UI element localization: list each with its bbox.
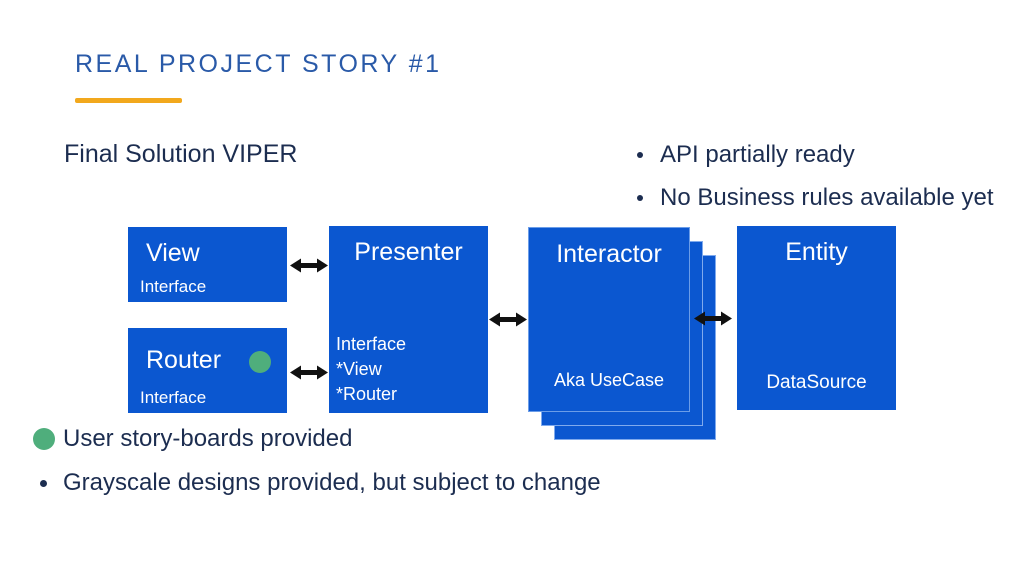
presenter-footer-lines: Interface *View *Router xyxy=(336,332,406,407)
footer-line: Interface xyxy=(336,334,407,354)
entity-box: Entity DataSource xyxy=(737,226,896,410)
list-item: API partially ready xyxy=(637,141,855,169)
interactor-box: Interactor Aka UseCase xyxy=(528,227,690,412)
box-title: Entity xyxy=(785,238,848,266)
box-title: Interactor xyxy=(556,240,662,268)
box-title: View xyxy=(146,239,200,267)
footer-line: *Router xyxy=(336,384,398,404)
green-status-circle-icon xyxy=(33,428,55,450)
box-footer: DataSource xyxy=(766,372,867,393)
page-title: REAL PROJECT STORY #1 xyxy=(75,50,442,78)
double-arrow-icon xyxy=(694,311,732,326)
bullet-dot-icon xyxy=(40,479,47,487)
bullet-label: Grayscale designs provided, but subject … xyxy=(63,469,601,496)
bullet-dot-icon xyxy=(637,195,643,201)
list-item: Grayscale designs provided, but subject … xyxy=(40,469,601,497)
router-box: Router Interface xyxy=(128,328,287,413)
double-arrow-icon xyxy=(290,258,328,273)
box-footer: Interface xyxy=(140,277,207,296)
presenter-box: Presenter Interface *View *Router xyxy=(329,226,488,413)
list-item: User story-boards provided xyxy=(33,425,352,453)
footer-line: *View xyxy=(336,359,382,379)
double-arrow-icon xyxy=(489,312,527,327)
green-status-circle-icon xyxy=(249,351,271,373)
box-footer: Aka UseCase xyxy=(553,370,665,390)
slide-subtitle: Final Solution VIPER xyxy=(64,140,298,168)
list-item: No Business rules available yet xyxy=(637,184,994,212)
box-title: Presenter xyxy=(354,238,463,266)
box-title: Router xyxy=(146,346,222,374)
view-box: View Interface xyxy=(128,227,287,302)
box-footer: Interface xyxy=(140,388,207,407)
bullet-label: API partially ready xyxy=(660,141,855,168)
bullet-label: No Business rules available yet xyxy=(660,184,994,211)
bullet-label: User story-boards provided xyxy=(63,425,353,452)
title-underline xyxy=(75,98,182,103)
double-arrow-icon xyxy=(290,365,328,380)
bullet-dot-icon xyxy=(637,152,643,158)
